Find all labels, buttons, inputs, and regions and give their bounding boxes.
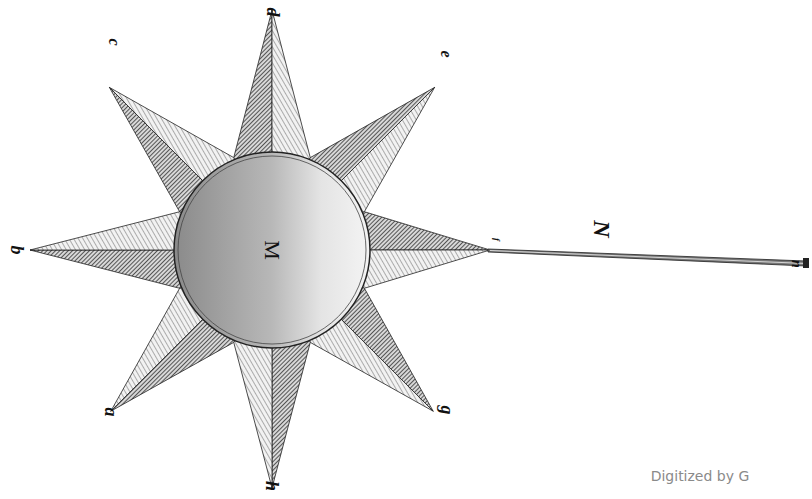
point-letter: a bbox=[101, 408, 119, 417]
point-letter: d bbox=[263, 8, 281, 17]
point-letter: e bbox=[438, 50, 454, 57]
needle-letter: N bbox=[590, 220, 614, 237]
point-letter: b bbox=[7, 246, 25, 255]
needle-letter: n bbox=[789, 260, 803, 268]
point-letter: f bbox=[492, 238, 501, 241]
point-letter: g bbox=[437, 406, 455, 415]
watermark: Digitized by G bbox=[651, 469, 750, 483]
center-disc: M bbox=[172, 150, 372, 350]
point-letter: c bbox=[106, 38, 122, 45]
point-letter: h bbox=[263, 481, 281, 491]
disc-letter: M bbox=[261, 240, 283, 260]
star-points bbox=[30, 10, 490, 488]
needle bbox=[488, 249, 809, 268]
